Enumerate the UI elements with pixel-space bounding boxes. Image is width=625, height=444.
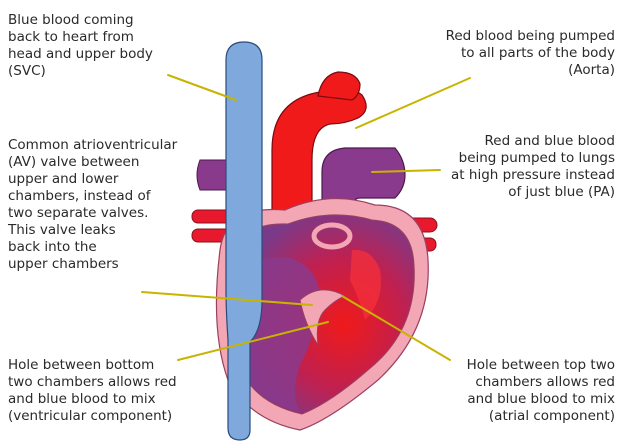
aorta-branch <box>318 72 360 100</box>
leader-aorta <box>356 78 470 128</box>
label-aorta: Red blood being pumped to all parts of t… <box>395 28 615 79</box>
label-asd: Hole between top two chambers allows red… <box>415 357 615 425</box>
label-vsd: Hole between bottom two chambers allows … <box>8 357 208 425</box>
label-av-valve: Common atrioventricular (AV) valve betwe… <box>8 137 208 273</box>
label-svc: Blue blood coming back to heart from hea… <box>8 12 208 80</box>
label-pa: Red and blue blood being pumped to lungs… <box>405 133 615 201</box>
